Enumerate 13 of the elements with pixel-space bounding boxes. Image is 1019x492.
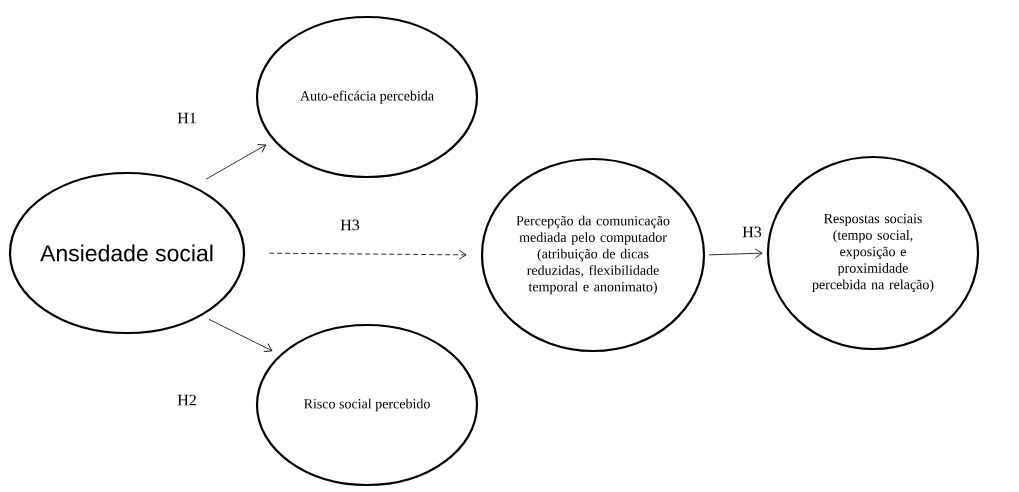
ellipse-node: Auto-eficácia percebida xyxy=(255,15,479,179)
arrow xyxy=(268,249,467,260)
arrow xyxy=(208,318,273,353)
edge-label: H3 xyxy=(741,225,763,239)
arrow xyxy=(205,144,267,180)
edge-label: H2 xyxy=(176,393,198,407)
ellipse-node: Risco social percebido xyxy=(255,323,479,487)
edge-label: H3 xyxy=(339,218,361,232)
ellipse-node: Ansiedade social xyxy=(8,171,246,335)
ellipse-node: Respostas sociais (tempo social, exposição e proximidade percebida na relação) xyxy=(766,155,980,351)
arrow xyxy=(708,248,763,259)
ellipse-node: Percepção da comunicação mediada pelo computador (atribuição de dicas reduzidas, flexibilidade temporal e anonimato) xyxy=(480,157,706,353)
edge-label: H1 xyxy=(176,111,198,125)
